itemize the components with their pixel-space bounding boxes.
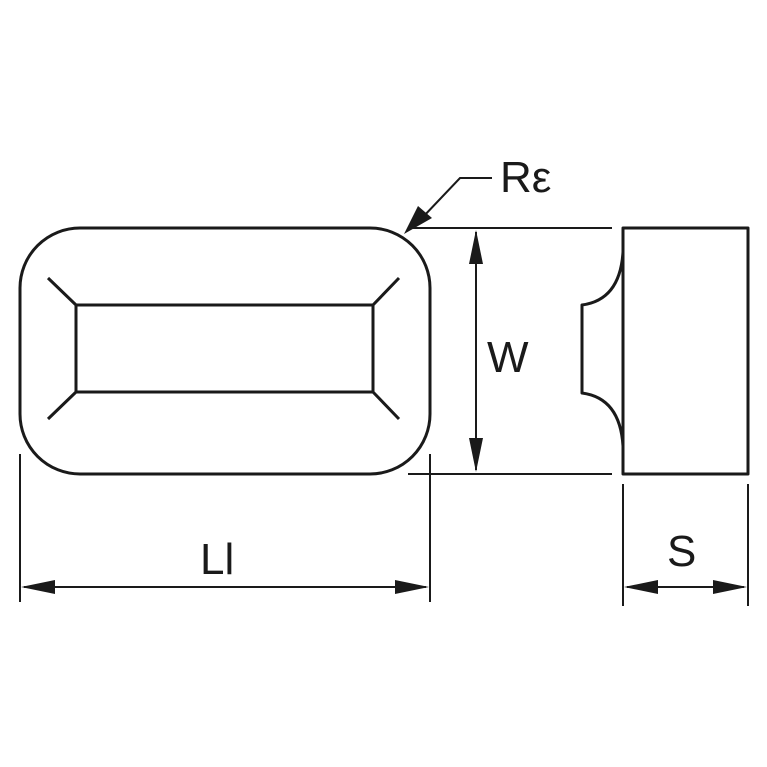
- length-label: Ll: [200, 535, 234, 584]
- thickness-label: S: [667, 527, 696, 576]
- thickness-arrow-left: [624, 580, 658, 594]
- insert-outline: [18, 226, 432, 476]
- width-arrow-bottom: [469, 438, 483, 472]
- corner-radius-leader: Rε: [404, 153, 551, 234]
- insert-top-view: [18, 226, 432, 476]
- chamfer-line-bottom-right: [371, 390, 401, 421]
- length-arrow-right: [395, 580, 429, 594]
- chamfer-line-bottom-left: [46, 390, 78, 421]
- width-arrow-top: [469, 230, 483, 264]
- corner-radius-label: Rε: [500, 153, 551, 202]
- side-groove-profile: [580, 251, 625, 447]
- thickness-arrow-right: [713, 580, 747, 594]
- thickness-dimension: S: [622, 484, 749, 606]
- chamfer-line-top-right: [371, 276, 401, 307]
- side-outline: [621, 226, 750, 476]
- length-dimension: Ll: [19, 454, 431, 602]
- leader-arrowhead: [404, 206, 432, 234]
- length-arrow-left: [21, 580, 55, 594]
- width-dimension: W: [408, 227, 612, 475]
- insert-inner-face: [74, 303, 375, 394]
- chamfer-line-top-left: [46, 276, 78, 307]
- insert-side-view: [580, 226, 750, 476]
- width-label: W: [487, 333, 529, 382]
